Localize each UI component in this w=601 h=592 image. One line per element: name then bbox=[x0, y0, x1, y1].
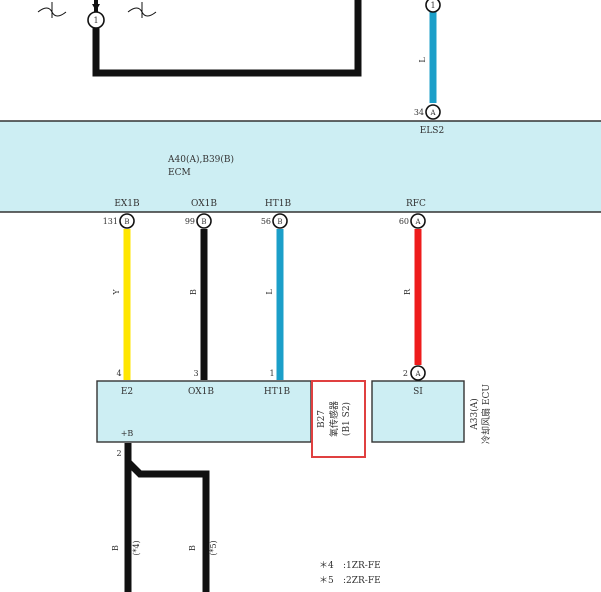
top-right-wire-color-label: L bbox=[418, 57, 427, 63]
ecm-part-label: A40(A),B39(B) bbox=[167, 154, 234, 165]
sensor-label-line1: B27 bbox=[317, 410, 327, 428]
legend: ＊4 :1ZR-FE ＊5 :2ZR-FE bbox=[319, 561, 381, 586]
ecm-pin-number: 56 bbox=[261, 217, 271, 226]
fan-ecu-pin-connector: A bbox=[410, 365, 426, 381]
fan-ecu-label-line1: A33(A) bbox=[469, 398, 480, 430]
sensor-pin-name: OX1B bbox=[188, 387, 214, 397]
sensor-label-highlight bbox=[311, 380, 366, 458]
bottom-wire-color-label: B bbox=[111, 545, 120, 551]
ecm-top-pin-conn: A bbox=[429, 109, 436, 117]
o2-sensor-block bbox=[96, 380, 312, 443]
connector-top-right: 1 bbox=[425, 0, 441, 13]
legend-text: :2ZR-FE bbox=[343, 576, 381, 586]
ecm-block bbox=[0, 120, 601, 213]
sensor-bottom-pin-number: 2 bbox=[116, 449, 121, 458]
ecm-pin-name: RFC bbox=[406, 199, 426, 209]
connector-top-left-pin: 1 bbox=[93, 16, 98, 25]
sensor-pin-name: E2 bbox=[121, 387, 133, 397]
ecm-pin-conn: B bbox=[201, 218, 206, 226]
connector-top-left: 1 bbox=[87, 11, 105, 29]
ecm-pin-conn: B bbox=[277, 218, 282, 226]
ecm-top-pin-name: ELS2 bbox=[420, 126, 444, 136]
ecm-top-pin-connector: A bbox=[425, 104, 441, 120]
fan-ecu-pin-name: SI bbox=[413, 387, 423, 397]
connector-top-right-pin: 1 bbox=[430, 1, 435, 10]
sensor-label-line2: 氧传感器 bbox=[328, 401, 340, 437]
sensor-bottom-pin-name: +B bbox=[121, 429, 134, 438]
sensor-pin-number: 1 bbox=[269, 369, 274, 378]
ecm-pin-rfc: RFC 60 A bbox=[399, 199, 426, 229]
sensor-pin-number: 3 bbox=[193, 369, 198, 378]
arrow-down-icon bbox=[92, 4, 100, 11]
ecm-pin-number: 60 bbox=[399, 217, 409, 226]
legend-mark: ＊4 bbox=[319, 561, 334, 571]
ecm-pin-name: EX1B bbox=[114, 199, 140, 209]
ecm-top-pin-number: 34 bbox=[414, 108, 424, 117]
fan-ecu-pin-number: 2 bbox=[403, 369, 408, 378]
bottom-wire-note: (*5) bbox=[209, 540, 218, 555]
ecm-pin-ex1b: EX1B 131 B bbox=[103, 199, 140, 229]
sensor-pin-number: 4 bbox=[116, 369, 121, 378]
ecm-name: ECM bbox=[168, 168, 191, 178]
ecm-pin-ox1b: OX1B 99 B bbox=[185, 199, 217, 229]
sensor-pin-name: HT1B bbox=[264, 387, 291, 397]
bottom-wire-color-label: B bbox=[188, 545, 197, 551]
wire-color-label: B bbox=[189, 289, 198, 295]
top-black-loop-wire bbox=[92, 0, 362, 77]
legend-mark: ＊5 bbox=[319, 576, 334, 586]
ecm-pin-name: HT1B bbox=[265, 199, 292, 209]
wire-color-label: L bbox=[265, 289, 274, 295]
ecm-pin-number: 99 bbox=[185, 217, 195, 226]
ecm-pin-conn: A bbox=[414, 218, 421, 226]
ecm-pin-conn: B bbox=[124, 218, 129, 226]
fan-ecu-block bbox=[371, 380, 465, 443]
bottom-black-wire-branch bbox=[124, 443, 210, 592]
ecm-pin-name: OX1B bbox=[191, 199, 217, 209]
fan-ecu-pin-conn: A bbox=[414, 370, 421, 378]
legend-text: :1ZR-FE bbox=[343, 561, 381, 571]
ecm-pin-ht1b: HT1B 56 B bbox=[261, 199, 292, 229]
ecm-pin-number: 131 bbox=[103, 217, 118, 226]
wire-color-label: R bbox=[403, 288, 412, 295]
sensor-label-line3: (B1 S2) bbox=[341, 402, 352, 436]
fan-ecu-label-line2: 冷却风扇 ECU bbox=[480, 384, 492, 444]
wire-color-label: Y bbox=[112, 289, 121, 296]
bottom-wire-note: (*4) bbox=[132, 540, 141, 555]
